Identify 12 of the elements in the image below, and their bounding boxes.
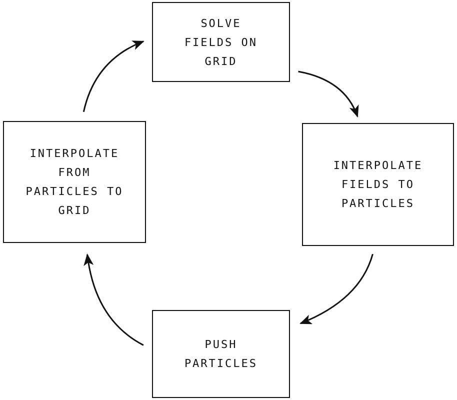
arrow bbox=[300, 254, 374, 324]
step-label: SOLVE FIELDS ON GRID bbox=[183, 16, 259, 70]
step-label: INTERPOLATE FROM PARTICLES TO GRID bbox=[24, 146, 124, 219]
arrow bbox=[298, 70, 358, 118]
process-box bbox=[152, 310, 290, 398]
arrow bbox=[82, 40, 144, 112]
process-box bbox=[3, 121, 146, 243]
step-label: PUSH PARTICLES bbox=[183, 337, 259, 372]
arrow bbox=[84, 254, 144, 346]
process-box bbox=[152, 2, 290, 82]
process-box bbox=[302, 123, 454, 246]
step-label: INTERPOLATE FIELDS TO PARTICLES bbox=[332, 158, 424, 212]
